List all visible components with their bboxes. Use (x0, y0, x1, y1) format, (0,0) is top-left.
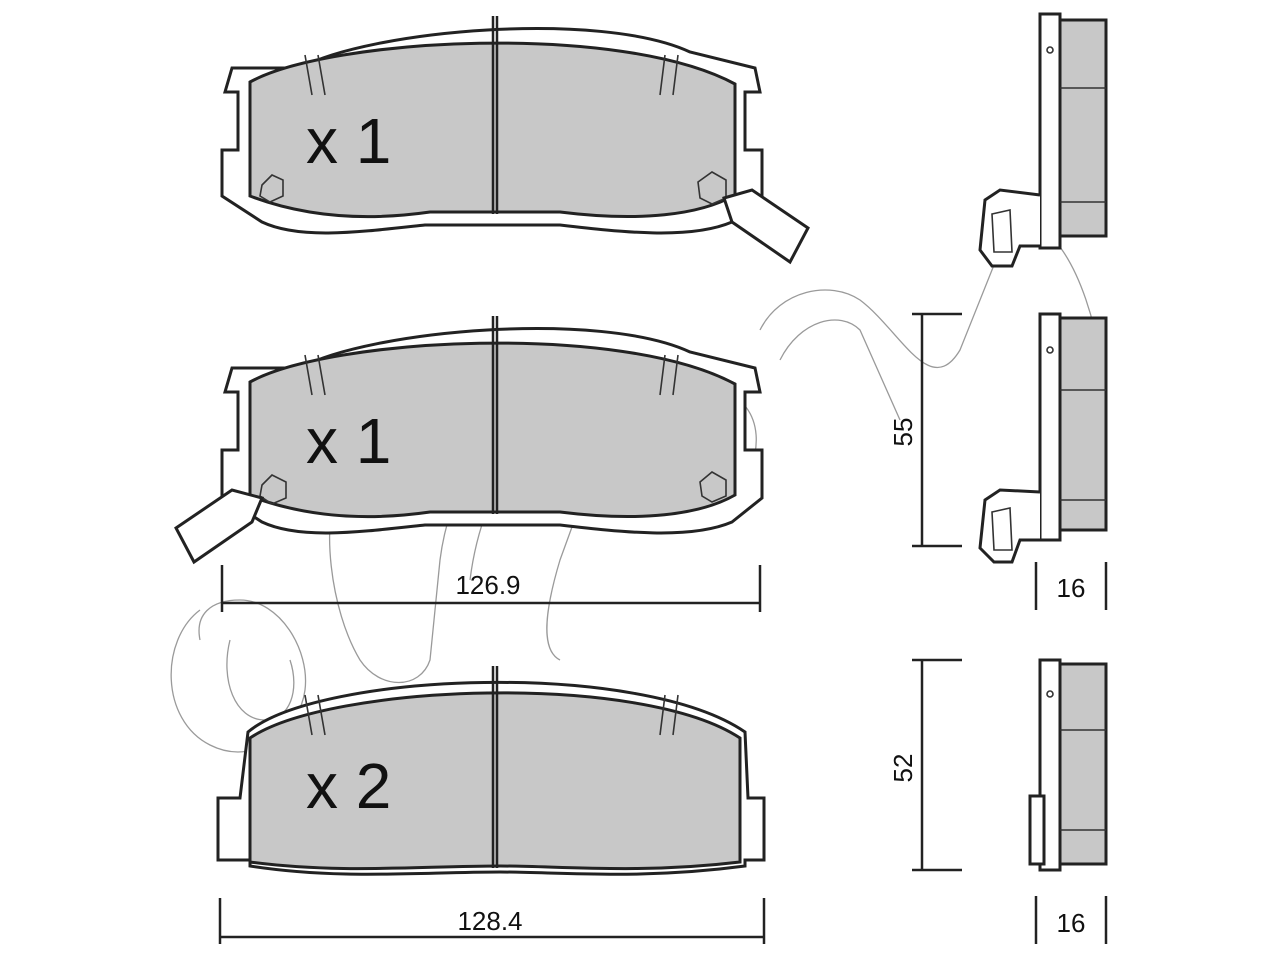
thickness-upper-label: 16 (1057, 573, 1086, 603)
side-profile-1 (978, 12, 1108, 268)
thickness-lower-label: 16 (1057, 908, 1086, 938)
thickness-dimension-upper: 16 (1034, 562, 1108, 610)
quantity-label-pad-3: x 2 (306, 750, 391, 822)
height-lower-label: 52 (888, 754, 918, 783)
height-dimension-upper: 55 (888, 312, 962, 548)
width-dimension-upper: 126.9 (220, 565, 762, 612)
brake-pad-2: x 1 (174, 316, 764, 565)
height-upper-label: 55 (888, 418, 918, 447)
width-dimension-lower: 128.4 (218, 898, 766, 944)
side-profile-2 (978, 312, 1108, 564)
brake-pad-1: x 1 (220, 16, 810, 265)
width-lower-label: 128.4 (457, 906, 522, 936)
quantity-label-pad-1: x 1 (306, 105, 391, 177)
height-dimension-lower: 52 (888, 658, 962, 872)
quantity-label-pad-2: x 1 (306, 405, 391, 477)
width-upper-label: 126.9 (455, 570, 520, 600)
brake-pad-3: x 2 (216, 666, 766, 876)
thickness-dimension-lower: 16 (1034, 896, 1108, 944)
side-profile-3 (1028, 658, 1108, 872)
